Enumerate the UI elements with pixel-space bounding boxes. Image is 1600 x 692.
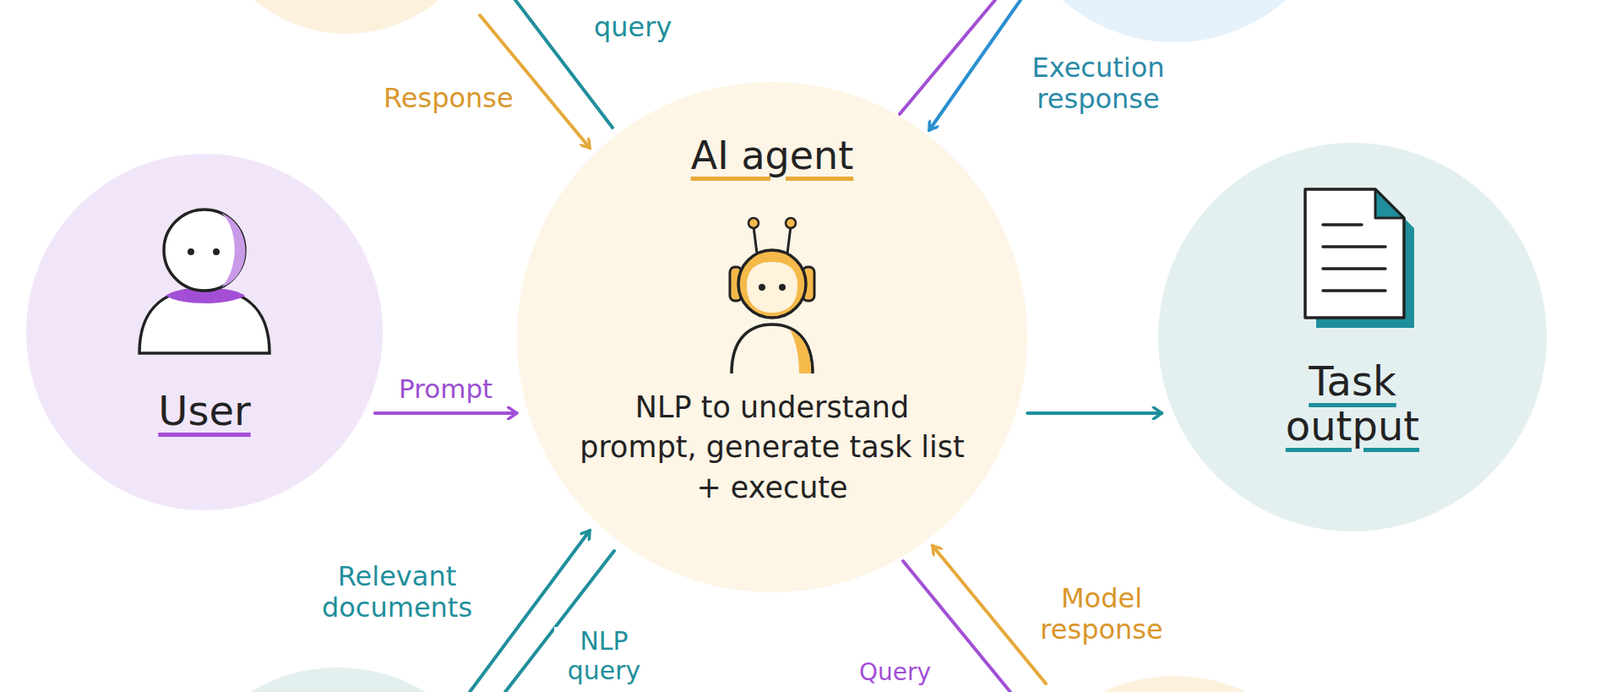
flow-label: Response [380, 82, 518, 115]
document-page [1305, 189, 1405, 318]
robot-body [731, 324, 813, 374]
flow-label: Query [855, 658, 935, 686]
service-circle [168, 667, 507, 692]
document-fold [1375, 189, 1405, 218]
document-shadow [1316, 199, 1415, 328]
node-outline [517, 81, 1028, 593]
node-title: User [77, 386, 332, 436]
document-line [1322, 244, 1386, 249]
flow-arrow [1027, 411, 1162, 415]
user-body [139, 288, 270, 354]
document-line [1322, 288, 1386, 293]
user-eye [212, 248, 220, 256]
robot-face [746, 261, 798, 313]
flow-arrow [375, 411, 518, 415]
robot-eye [758, 283, 766, 291]
robot-antenna-tip [785, 217, 796, 229]
service-circle [202, 0, 490, 34]
flow-label: Relevant documents [304, 560, 490, 624]
user-collar [165, 288, 245, 304]
response-arrow [479, 15, 590, 148]
flow-label: query [590, 11, 675, 44]
edge-label: Prompt [395, 374, 496, 405]
document-line [1322, 223, 1362, 227]
service-circle [1005, 0, 1344, 43]
node-outline [1158, 142, 1547, 532]
user-eye [187, 248, 195, 256]
robot-eye [778, 283, 786, 291]
user-head [163, 209, 245, 291]
node-outline [26, 153, 383, 511]
robot-antenna [787, 226, 791, 254]
flow-label: Execution response [1010, 52, 1187, 115]
document-line [1322, 266, 1386, 271]
robot-antenna [753, 226, 757, 254]
flow-label: NLP query [554, 626, 654, 686]
document-icon [1305, 189, 1415, 328]
robot-icon [729, 217, 815, 374]
node-shape [1158, 142, 1547, 532]
node-body: NLP to understand prompt, generate task … [577, 387, 967, 508]
flow-label: Model response [1022, 582, 1181, 646]
task-circle: Task output [1158, 142, 1547, 532]
node-title: AI agent [620, 132, 925, 180]
user-shade [221, 212, 246, 288]
robot-head [738, 250, 806, 318]
robot-ear [802, 266, 815, 301]
robot-ear [729, 266, 742, 301]
agent-circle: AI agentNLP to understand prompt, genera… [517, 81, 1028, 593]
robot-antenna-tip [748, 217, 759, 229]
node-title: Task output [1251, 359, 1454, 449]
robot-body-shade [789, 329, 811, 374]
service-circle [1005, 675, 1344, 692]
user-icon [139, 209, 270, 354]
execution-response-arrow [929, 0, 1021, 131]
user-circle: User [26, 153, 383, 511]
node-shape [26, 153, 383, 511]
